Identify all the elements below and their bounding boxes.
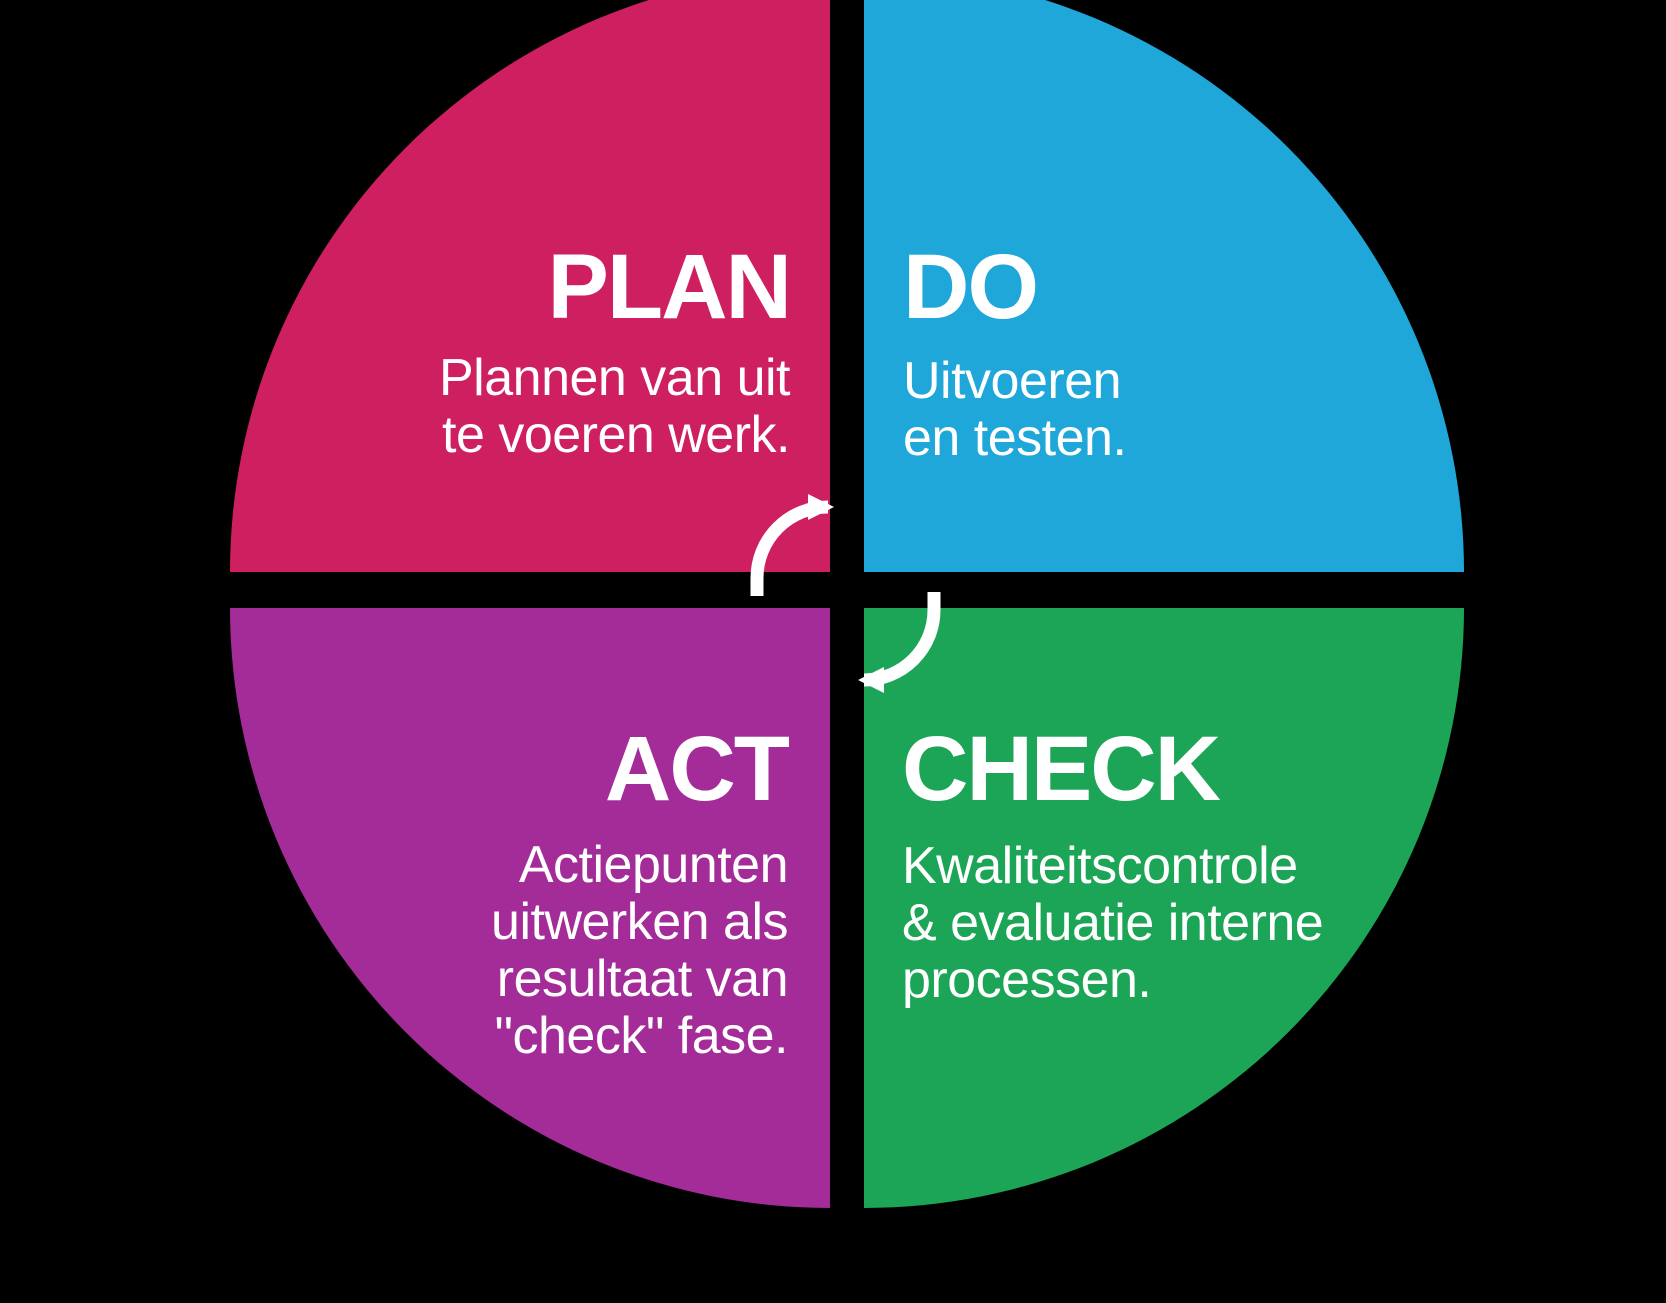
check-description-line: Kwaliteitscontrole — [902, 837, 1298, 895]
plan-description-line: Plannen van uit — [439, 349, 791, 407]
do-title: DO — [903, 236, 1039, 338]
act-description-line: "check" fase. — [494, 1007, 789, 1065]
plan-description: Plannen van uit te voeren werk. — [439, 349, 791, 464]
act-description-line: Actiepunten — [518, 836, 789, 894]
check-description-line: processen. — [902, 951, 1152, 1009]
do-description: Uitvoeren en testen. — [903, 352, 1127, 467]
check-description-line: & evaluatie interne — [902, 894, 1324, 952]
plan-title: PLAN — [547, 236, 792, 338]
plan-description-line: te voeren werk. — [442, 406, 791, 464]
do-description-line: en testen. — [903, 409, 1127, 467]
act-description: Actiepunten uitwerken als resultaat van … — [491, 837, 788, 1065]
check-description: Kwaliteitscontrole & evaluatie interne p… — [902, 837, 1324, 1009]
check-title: CHECK — [902, 718, 1221, 820]
act-description-line: resultaat van — [496, 950, 789, 1008]
do-description-line: Uitvoeren — [903, 352, 1122, 410]
act-title: ACT — [604, 718, 790, 820]
act-description-line: uitwerken als — [491, 893, 788, 951]
